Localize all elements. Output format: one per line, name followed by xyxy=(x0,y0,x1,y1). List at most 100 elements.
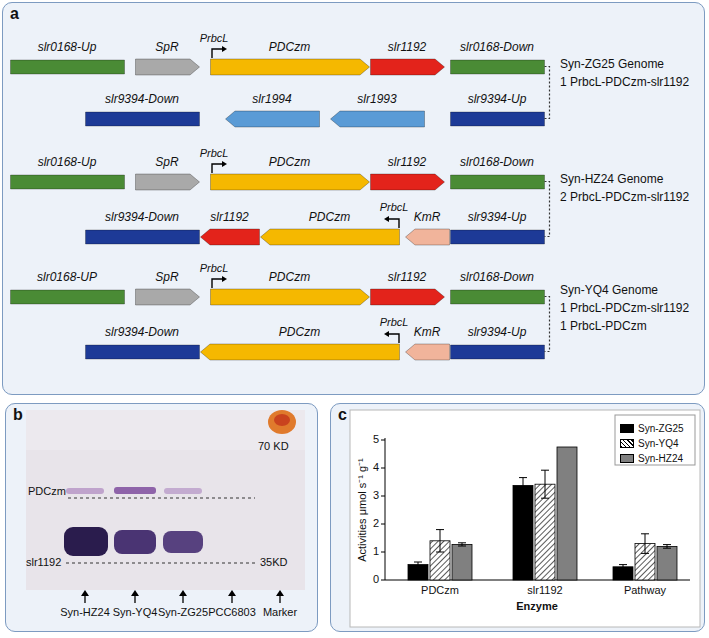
annotation-text: 4 xyxy=(373,461,379,474)
panel-letter: b xyxy=(13,406,23,424)
annotation-text: PrbcL xyxy=(200,147,229,160)
label-slot: PCC6803 xyxy=(208,606,256,619)
legend-swatch xyxy=(620,439,634,448)
label-slot: slr1192 xyxy=(527,584,562,597)
gene-label: KmR xyxy=(405,325,450,339)
bar xyxy=(557,447,577,580)
promoter-head xyxy=(222,276,227,282)
label-slot: 3 xyxy=(373,489,379,502)
legend-text: Syn-YQ4 xyxy=(638,438,679,449)
annotation-text: Pathway xyxy=(624,584,666,597)
annotation-text: 0 xyxy=(373,573,379,586)
gene-label: SpR xyxy=(135,40,200,54)
gene-label: KmR xyxy=(405,210,450,224)
panel-ground xyxy=(5,403,318,632)
gene-outline xyxy=(370,174,444,190)
gene-shape xyxy=(370,58,445,76)
lane-arrow xyxy=(231,595,232,603)
promoter-line xyxy=(212,49,222,58)
error-bar xyxy=(458,543,466,546)
gene-shape xyxy=(85,343,200,361)
bars xyxy=(408,447,677,580)
gene-arrow: slr9394-Down xyxy=(85,325,200,361)
annotation-text: PrbcL xyxy=(380,316,409,329)
gene-shape xyxy=(10,288,125,306)
gene-shape xyxy=(85,110,200,128)
legend-entry: Syn-YQ4 xyxy=(620,434,679,447)
gene-outline xyxy=(450,112,544,126)
slr1192-band xyxy=(114,530,156,554)
gene-outline xyxy=(450,230,544,244)
gene-outline xyxy=(135,289,199,305)
gene-outline xyxy=(200,229,259,245)
marker-band xyxy=(268,410,296,434)
annotation-text: slr1192 xyxy=(26,556,61,569)
gene-shape xyxy=(450,343,545,361)
gene-arrow: PDCzm xyxy=(260,210,400,246)
annotation-text: Syn-HZ24 xyxy=(60,606,110,619)
gene-label: PDCzm xyxy=(210,270,370,284)
promoter-line xyxy=(389,334,399,343)
gene-label: slr9394-Up xyxy=(450,92,545,106)
gene-label: slr0168-Up xyxy=(10,40,125,54)
gene-shape xyxy=(370,288,445,306)
gene-shape xyxy=(405,228,450,246)
annotation-text: PDCzm xyxy=(28,485,66,498)
gene-outline xyxy=(370,289,444,305)
label-slot: Syn-HZ24 Genome xyxy=(560,173,663,187)
label-slot: Syn-YQ4 Genome xyxy=(560,284,658,298)
error-bar xyxy=(414,562,422,567)
gene-arrow: slr0168-Up xyxy=(10,155,125,191)
gene-arrow: slr1993 xyxy=(330,92,425,128)
gene-shape xyxy=(210,288,370,306)
gene-arrow: SpR xyxy=(135,155,200,191)
slr1192-band xyxy=(163,531,203,553)
error-bar xyxy=(619,565,627,569)
annotation-text: Syn-HZ24 Genome xyxy=(560,173,663,187)
annotation-text: PrbcL xyxy=(380,201,409,214)
label-slot: 1 PrbcL-PDCzm-slr1192 xyxy=(560,302,689,316)
lane-arrow xyxy=(84,595,85,603)
gene-outline xyxy=(260,229,399,245)
label-slot: 5 xyxy=(373,433,379,446)
label-slot: PrbcL xyxy=(200,32,229,45)
gene-shape xyxy=(450,228,545,246)
gene-shape xyxy=(330,110,425,128)
gene-shape xyxy=(10,58,125,76)
annotation-text: 1 PrbcL-PDCzm xyxy=(560,320,647,334)
gene-outline xyxy=(200,344,399,360)
label-slot: Syn-YQ4 xyxy=(113,606,158,619)
legend-entry: Syn-ZG25 xyxy=(620,419,684,432)
annotation-text: PCC6803 xyxy=(208,606,256,619)
gene-arrow: slr1192 xyxy=(370,270,445,306)
error-bar xyxy=(519,478,527,494)
gene-label: slr1994 xyxy=(225,92,320,106)
legend-swatch xyxy=(620,454,634,463)
gene-arrow: slr0168-Down xyxy=(450,40,545,76)
gene-shape xyxy=(450,173,545,191)
label-slot: 70 KD xyxy=(258,440,289,453)
gene-outline xyxy=(135,174,199,190)
annotation-text: 70 KD xyxy=(258,440,289,453)
gene-label: slr9394-Down xyxy=(85,210,200,224)
label-slot: 0 xyxy=(373,573,379,586)
annotation-text: Activities μmol s⁻¹ g⁻¹ xyxy=(356,458,369,562)
gene-label: slr1192 xyxy=(370,40,445,54)
gene-shape xyxy=(450,110,545,128)
gene-shape xyxy=(210,58,370,76)
promoter-head xyxy=(384,331,389,337)
lane-arrowhead xyxy=(131,590,139,596)
gene-shape xyxy=(225,110,320,128)
gene-label: slr1192 xyxy=(370,155,445,169)
annotation-text: PDCzm xyxy=(421,584,459,597)
legend-text: Syn-HZ24 xyxy=(638,453,683,464)
label-slot: Marker xyxy=(263,606,297,619)
gene-outline xyxy=(10,175,124,189)
panel-ground xyxy=(330,403,705,632)
gene-arrow: slr9394-Up xyxy=(450,92,545,128)
gene-label: PDCzm xyxy=(200,325,400,339)
gene-outline xyxy=(405,344,449,360)
gene-arrow: slr0168-UP xyxy=(10,270,125,306)
label-slot: Syn-HZ24 xyxy=(60,606,110,619)
annotation-text: 35KD xyxy=(260,556,288,569)
